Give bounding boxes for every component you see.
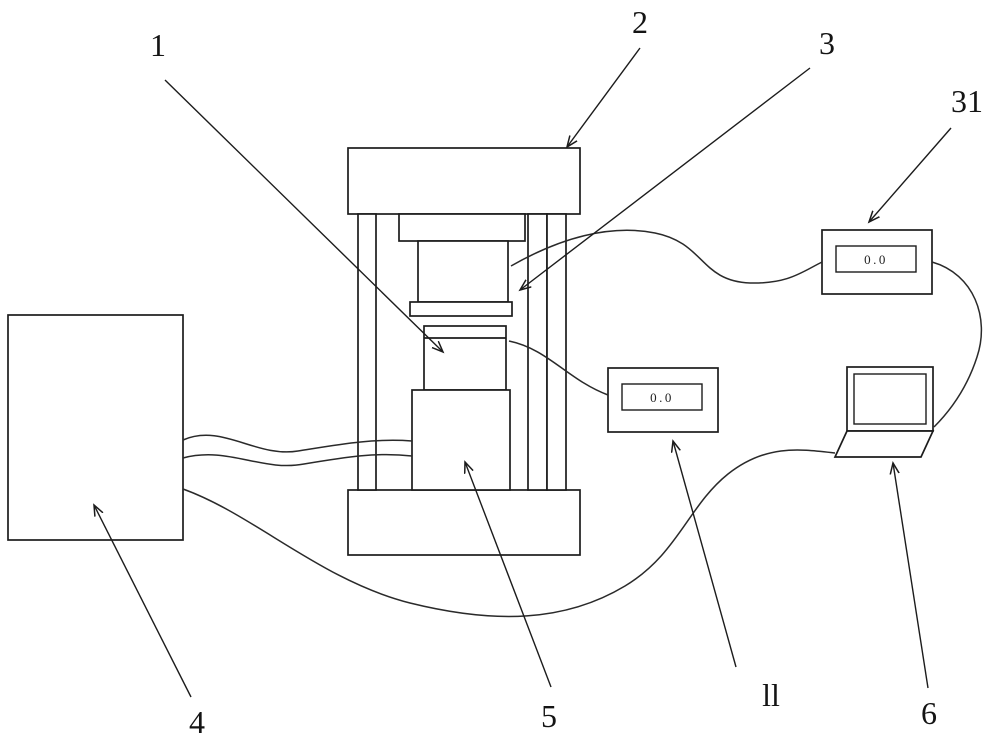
middle-meter-value: 0.0 xyxy=(650,390,674,405)
press-bottom-base xyxy=(347,489,581,556)
label-6: 6 xyxy=(921,695,937,731)
label-4: 4 xyxy=(189,704,205,740)
cable-pump-to-press-upper xyxy=(182,434,413,453)
leader-arrow-6 xyxy=(893,463,929,689)
cable-pump-to-press-lower xyxy=(182,453,413,467)
leader-arrow-1 xyxy=(164,79,443,352)
label-1: 1 xyxy=(150,27,166,63)
leader-arrow-31 xyxy=(869,127,952,222)
label-31: 31 xyxy=(951,83,983,119)
press-top-crossbeam xyxy=(347,147,581,215)
upper-platen-plate xyxy=(409,301,513,317)
upper-ram-hanger xyxy=(398,213,526,242)
press-left-column xyxy=(357,213,377,491)
leader-arrow-3 xyxy=(520,67,811,290)
pump-unit-box xyxy=(7,314,184,541)
leader-arrow-2 xyxy=(567,47,641,147)
label-3: 3 xyxy=(819,25,835,61)
leader-arrow-4 xyxy=(94,505,192,698)
cable-top-meter-to-laptop xyxy=(931,261,983,428)
laptop-base xyxy=(833,430,935,458)
laptop-screen-inner xyxy=(853,373,927,425)
press-right-column-outer xyxy=(546,213,567,491)
middle-meter-screen xyxy=(621,383,703,411)
cable-pump-to-laptop xyxy=(182,449,836,618)
top-meter-value: 0.0 xyxy=(864,252,888,267)
top-meter-screen xyxy=(835,245,917,273)
leader-arrow-11 xyxy=(673,441,737,668)
cable-press-to-top-meter xyxy=(510,229,823,284)
label-5: 5 xyxy=(541,698,557,734)
leader-arrow-5 xyxy=(465,462,552,688)
label-2: 2 xyxy=(632,4,648,40)
upper-ram-block xyxy=(417,240,509,303)
lower-support-block xyxy=(411,389,511,491)
specimen-block xyxy=(423,325,507,391)
cable-specimen-to-middle-meter xyxy=(508,340,609,396)
label-11: ll xyxy=(762,677,780,713)
